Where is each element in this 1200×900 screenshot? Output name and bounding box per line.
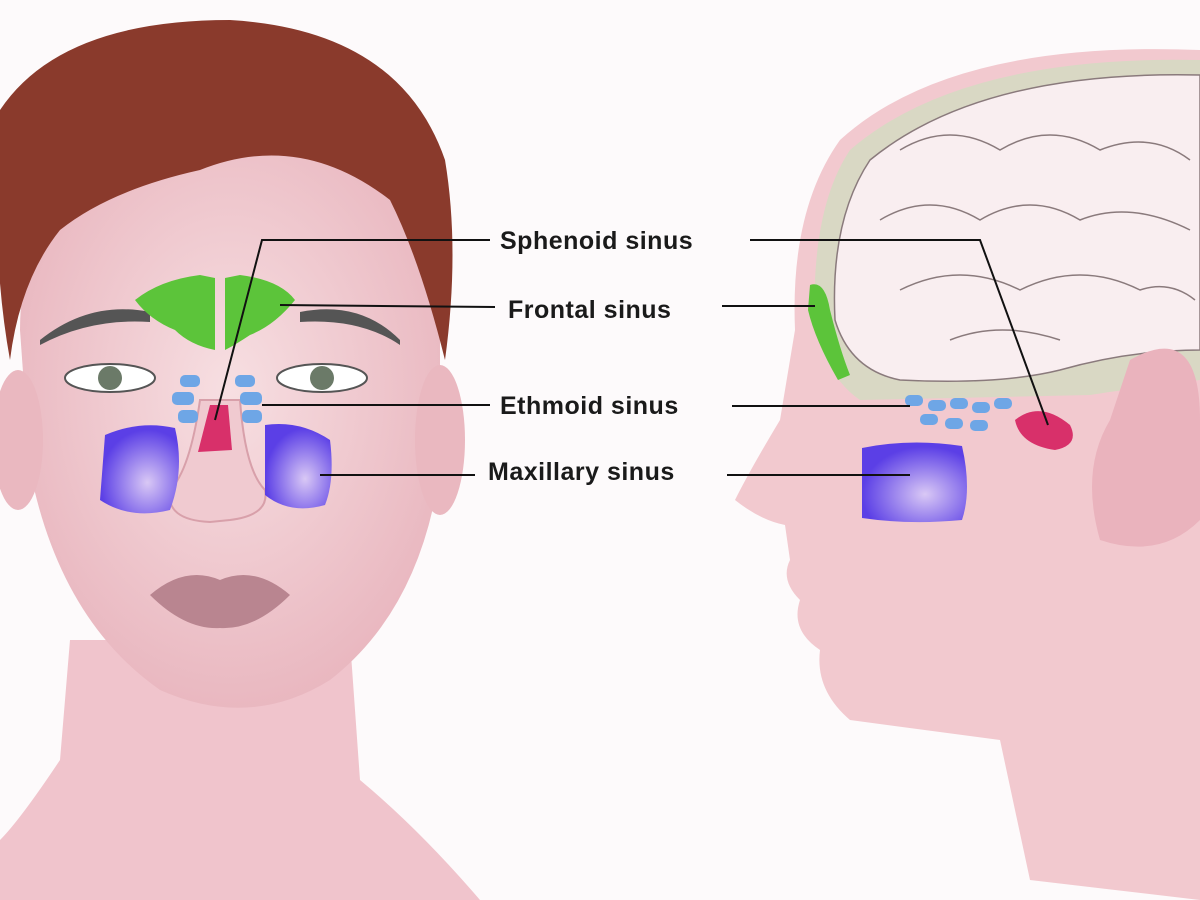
side-head	[735, 49, 1200, 900]
right-iris	[310, 366, 334, 390]
leader-lines	[214, 239, 1049, 476]
brain-folds	[879, 134, 1196, 341]
maxillary-sinus-front-right	[265, 424, 332, 509]
right-ear	[415, 365, 465, 515]
front-face	[0, 20, 480, 900]
frontal-sinus-front	[135, 275, 295, 350]
frontal-sinus-side	[808, 284, 850, 380]
sphenoid-sinus-label: Sphenoid sinus	[500, 227, 694, 255]
sphenoid-sinus-front	[198, 405, 232, 452]
ethmoid-sinus-side	[905, 395, 1012, 431]
maxillary-sinus-side	[862, 442, 967, 523]
left-eyebrow	[40, 309, 150, 345]
hair	[0, 20, 453, 360]
right-eyebrow	[300, 309, 400, 345]
nose	[168, 399, 267, 524]
sphenoid-sinus-side	[1015, 411, 1073, 450]
sphenoid-leader-right	[750, 239, 1049, 426]
ethmoid-sinus-front	[172, 375, 262, 423]
maxillary-sinus-front-left	[100, 425, 179, 514]
maxillary-sinus-label: Maxillary sinus	[488, 458, 675, 486]
sphenoid-leader-left	[214, 239, 490, 421]
ethmoid-sinus-label: Ethmoid sinus	[500, 392, 679, 420]
left-ear	[0, 370, 43, 510]
brain	[833, 73, 1200, 382]
frontal-leader-left	[279, 304, 496, 308]
lips	[150, 575, 290, 629]
frontal-sinus-label: Frontal sinus	[508, 296, 672, 324]
ear	[1092, 348, 1200, 547]
neck	[0, 640, 480, 900]
left-iris	[98, 366, 122, 390]
